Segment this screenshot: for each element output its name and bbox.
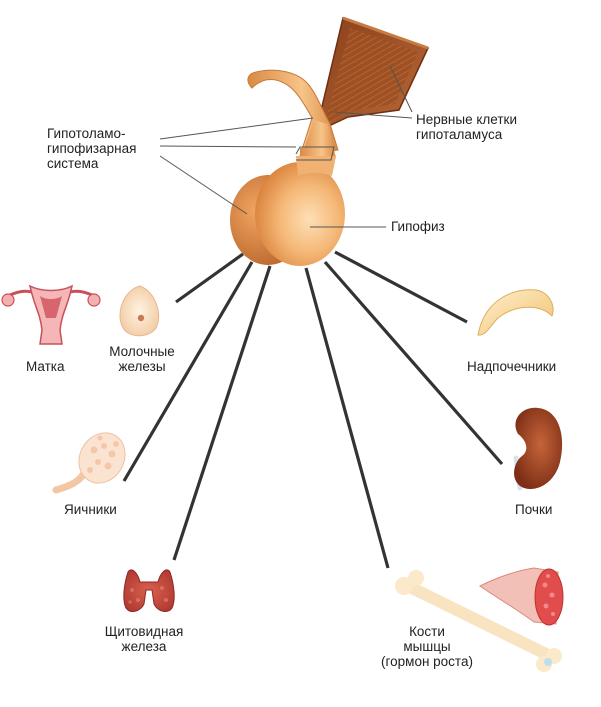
pointer-lines: [159, 65, 413, 228]
kidney-icon: [513, 407, 563, 491]
line-to-thyroid: [172, 265, 272, 561]
label-adrenals: Надпочечники: [467, 359, 557, 374]
muscle-icon: [479, 567, 564, 626]
line-to-mammary: [175, 252, 244, 304]
label-thyroid: Щитовидная железа: [104, 624, 184, 654]
pituitary-gland-icon: [230, 156, 345, 266]
label-pituitary: Гипофиз: [391, 219, 445, 234]
label-mammary: Молочные железы: [109, 344, 175, 374]
connector-lines: [122, 250, 504, 569]
label-uterus: Матка: [26, 359, 65, 374]
bone-icon: [395, 570, 562, 672]
adrenal-icon: [477, 289, 554, 336]
uterus-icon: [1, 284, 101, 345]
label-ovaries: Яичники: [64, 502, 117, 517]
line-to-ovaries: [122, 261, 254, 482]
label-bones-muscles: Кости мышцы (гормон роста): [381, 624, 473, 669]
line-to-kidneys: [323, 260, 504, 466]
line-to-adrenals: [334, 250, 468, 324]
thyroid-icon: [123, 569, 175, 612]
breast-icon: [119, 285, 160, 337]
ovary-icon: [52, 432, 126, 494]
hypothalamus-icon: [314, 16, 430, 134]
label-kidneys: Почки: [515, 502, 553, 517]
pituitary-stalk-icon: [247, 69, 339, 168]
line-to-bones: [304, 267, 390, 569]
label-hypothalamo-pituitary-system: Гипотоламо- гипофизарная система: [47, 126, 137, 171]
label-nerve-cells: Нервные клетки гипоталамуса: [416, 112, 517, 142]
